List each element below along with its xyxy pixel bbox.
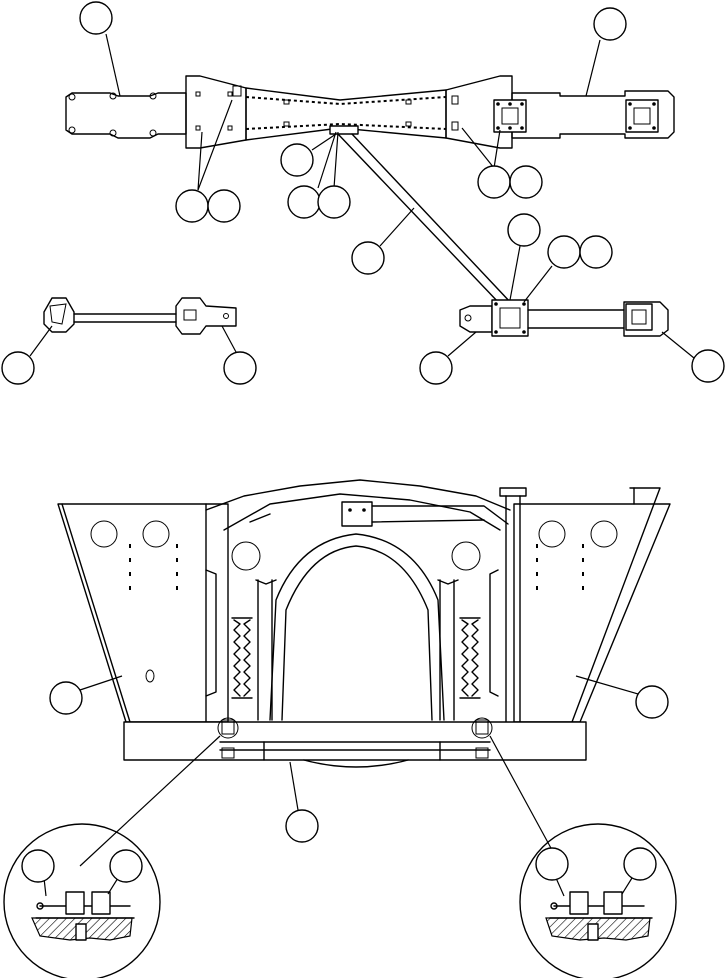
frame-assembly xyxy=(57,479,671,768)
callout-lower-left-bracket-left xyxy=(1,325,53,385)
callout-diagonal-brace xyxy=(351,207,415,275)
callout-center-bolts xyxy=(287,131,351,219)
lower-left-bracket xyxy=(43,297,237,335)
diagonal-brace xyxy=(337,133,513,305)
callout-lower-right-beam-left xyxy=(419,331,477,385)
detail-markers xyxy=(79,717,553,867)
lower-right-beam xyxy=(459,299,669,337)
callout-lower-right-mount xyxy=(507,213,541,301)
top-crossmember-assembly xyxy=(65,75,675,149)
callout-top-left-beam xyxy=(79,1,121,97)
detail-view-left xyxy=(3,823,161,978)
callouts xyxy=(1,1,725,897)
callout-center-mount xyxy=(280,133,337,177)
callout-top-right-beam xyxy=(585,7,627,97)
callout-left-bolts xyxy=(175,99,241,223)
callout-lower-right-bolts xyxy=(523,235,613,303)
callout-detail-right xyxy=(535,847,657,897)
callout-lower-right-beam-right xyxy=(661,331,725,383)
detail-view-right xyxy=(519,823,677,978)
callout-detail-left xyxy=(21,849,143,897)
callout-frame-right-side xyxy=(575,675,669,719)
callout-frame-bottom-crossmember xyxy=(285,761,319,843)
callout-lower-left-bracket-right xyxy=(221,325,257,385)
callout-right-bolts xyxy=(461,127,543,199)
callout-frame-left-side xyxy=(49,675,123,715)
